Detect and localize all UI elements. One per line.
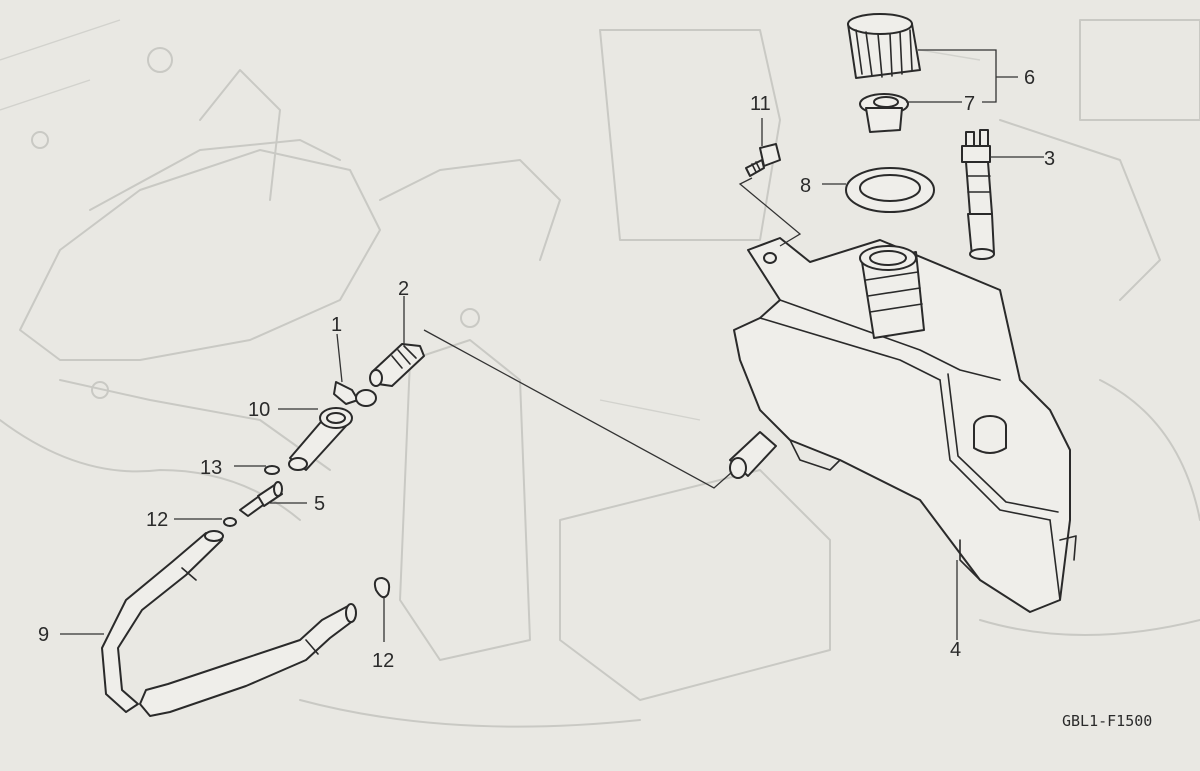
callout-7: 7 xyxy=(964,93,975,115)
leader-lines xyxy=(60,49,1044,642)
connector-part-10 xyxy=(288,407,353,471)
callout-2: 2 xyxy=(398,278,409,300)
callout-9: 9 xyxy=(38,624,49,646)
callout-10: 10 xyxy=(248,399,270,421)
background-ghost-drawing xyxy=(0,19,1200,728)
callout-13: 13 xyxy=(200,457,222,479)
cap-part-6 xyxy=(847,13,921,79)
gasket-part-8 xyxy=(845,167,935,213)
clip-part-12-lower xyxy=(373,577,391,599)
callout-labels: 1 2 3 4 5 6 7 8 9 10 11 12 12 13 xyxy=(38,67,1055,672)
clip-part-12-upper xyxy=(223,517,237,527)
callout-4: 4 xyxy=(950,639,961,661)
hose-part-9 xyxy=(101,530,357,717)
clip-part-13 xyxy=(264,465,280,475)
callout-8: 8 xyxy=(800,175,811,197)
callout-5: 5 xyxy=(314,493,325,515)
callout-12-upper: 12 xyxy=(146,509,168,531)
sensor-part-3 xyxy=(961,129,995,260)
callout-11: 11 xyxy=(750,93,771,115)
packing-part-7 xyxy=(859,93,909,133)
nipple-part-2 xyxy=(369,343,425,387)
clip-part-1 xyxy=(333,381,377,407)
figure-code: GBL1-F1500 xyxy=(1062,712,1152,730)
reservoir-tank-part-4 xyxy=(729,237,1077,613)
joint-part-5 xyxy=(239,481,283,517)
callout-6: 6 xyxy=(1024,67,1035,89)
bolt-part-11 xyxy=(745,143,781,177)
callout-12-lower: 12 xyxy=(372,650,394,672)
callout-3: 3 xyxy=(1044,148,1055,170)
callout-1: 1 xyxy=(331,314,342,336)
